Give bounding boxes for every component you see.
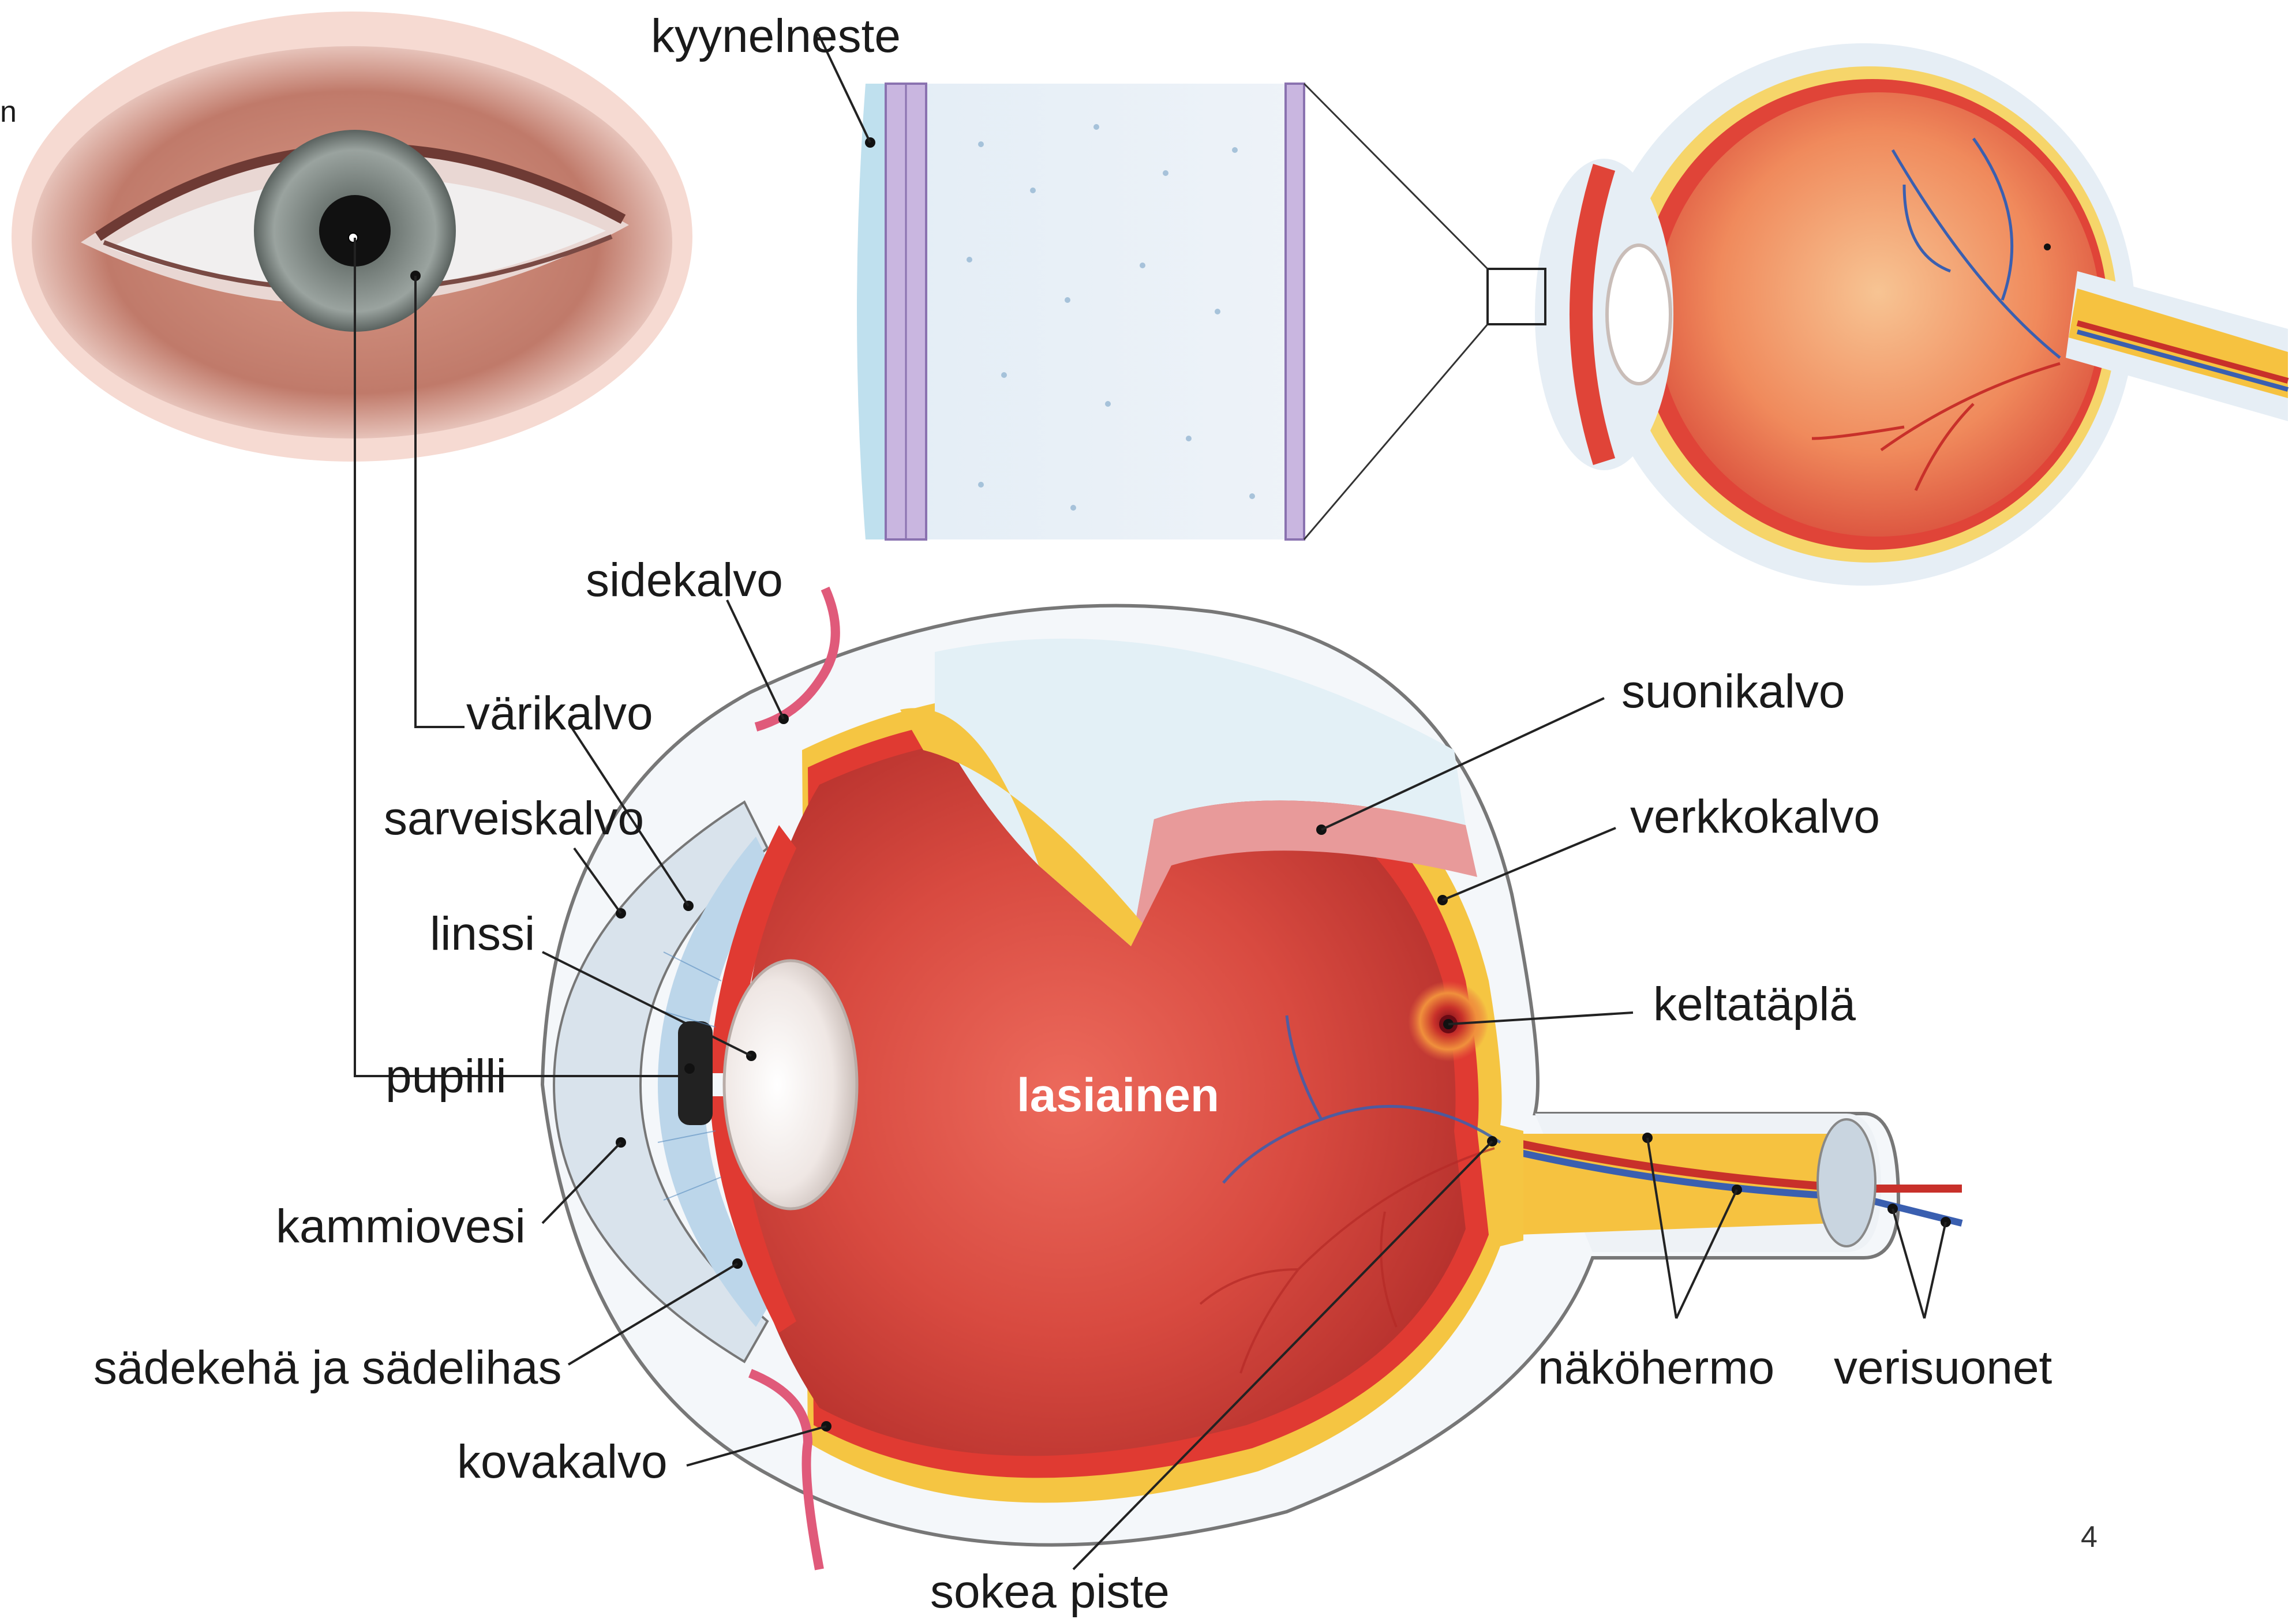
label-kammiovesi: kammiovesi xyxy=(276,1203,526,1250)
label-pupilli: pupilli xyxy=(385,1053,507,1100)
label-sokea-piste: sokea piste xyxy=(930,1568,1170,1616)
label-suonikalvo: suonikalvo xyxy=(1621,668,1845,715)
zoom-connector-bottom xyxy=(1304,324,1488,539)
label-lasiainen: lasiainen xyxy=(1017,1072,1219,1119)
label-keltatapla: keltatäplä xyxy=(1653,981,1856,1028)
edge-text: n xyxy=(0,97,17,127)
external-eye-illustration xyxy=(12,12,692,462)
label-linssi: linssi xyxy=(430,910,535,958)
label-verisuonet: verisuonet xyxy=(1834,1344,2052,1392)
label-sadekeha: sädekehä ja sädelihas xyxy=(93,1344,561,1392)
label-kovakalvo: kovakalvo xyxy=(457,1438,668,1486)
label-sarveiskalvo: sarveiskalvo xyxy=(384,795,644,842)
page-number: 4 xyxy=(2081,1522,2098,1552)
main-eye-cross-section xyxy=(542,589,1962,1569)
label-sidekalvo: sidekalvo xyxy=(586,557,783,604)
label-kyynelneste: kyynelneste xyxy=(651,13,901,60)
label-nakohermo: näköhermo xyxy=(1538,1344,1774,1392)
label-verkkokalvo: verkkokalvo xyxy=(1630,793,1880,841)
small-eye-cross-section xyxy=(1488,43,2288,586)
zoom-connector-top xyxy=(1304,84,1488,269)
label-varikalvo: värikalvo xyxy=(466,690,653,737)
cornea-tissue-closeup xyxy=(857,84,1304,539)
